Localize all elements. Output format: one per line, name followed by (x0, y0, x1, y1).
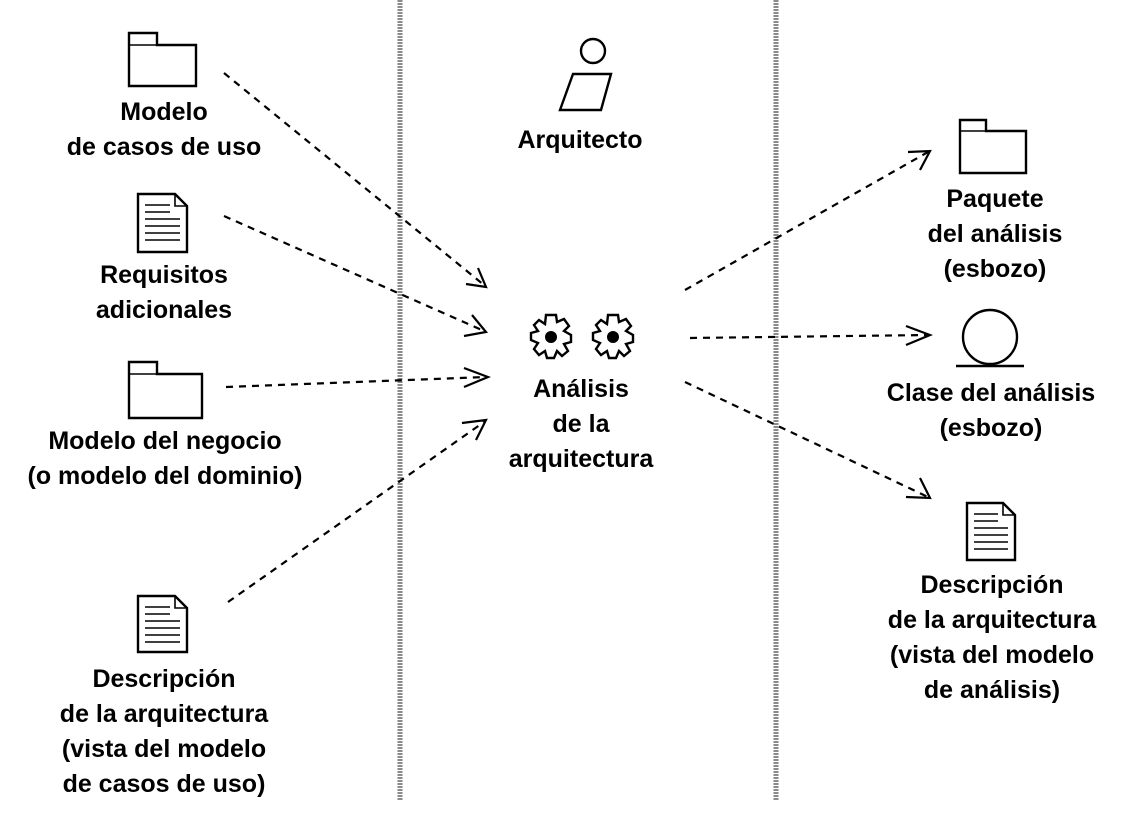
business-model-label-line1: Modelo del negocio (48, 427, 281, 455)
worker-body-icon (558, 72, 613, 112)
analysis-package-label-line1: Paquete (946, 185, 1043, 213)
supplementary-requirements-label-line1: Requisitos (100, 261, 228, 289)
architect-label: Arquitecto (518, 126, 643, 154)
use-case-model-artifact: Modelo de casos de uso (67, 31, 262, 161)
document-icon (965, 501, 1017, 562)
arch-desc-uc-label-line3: (vista del modelo (62, 735, 266, 763)
output-arrows (684, 149, 933, 500)
business-model-label-line2: (o modelo del dominio) (28, 462, 303, 490)
arch-desc-uc-label-line1: Descripción (92, 665, 235, 693)
entity-class-icon (961, 308, 1019, 366)
arrow-activity-to-analysis-class (689, 324, 933, 347)
analysis-class-artifact: Clase del análisis (esbozo) (887, 308, 1095, 442)
document-icon (136, 192, 189, 254)
arrow-activity-to-arch-desc (684, 381, 932, 500)
folder-icon (127, 31, 198, 88)
worker-head-icon (579, 37, 607, 65)
folder-icon (127, 360, 204, 420)
analysis-package-artifact: Paquete del análisis (esbozo) (928, 118, 1063, 283)
analysis-class-label-line2: (esbozo) (940, 414, 1043, 442)
arrow-activity-to-analysis-package (684, 149, 932, 291)
arch-desc-uc-label-line4: de casos de uso) (63, 770, 266, 798)
arch-desc-an-label-line4: de análisis) (924, 676, 1060, 704)
activity-label-line1: Análisis (533, 375, 629, 403)
activity-label-line3: arquitectura (509, 445, 655, 473)
use-case-model-label-line1: Modelo (120, 98, 208, 126)
analysis-class-label-line1: Clase del análisis (887, 379, 1095, 407)
use-case-model-label-line2: de casos de uso (67, 133, 262, 161)
arch-desc-an-label-line3: (vista del modelo (890, 641, 1094, 669)
analysis-package-label-line2: del análisis (928, 220, 1063, 248)
gears-icon (529, 313, 635, 360)
arch-desc-an-label-line1: Descripción (920, 571, 1063, 599)
architecture-description-use-case-artifact: Descripción de la arquitectura (vista de… (60, 594, 269, 798)
architecture-description-analysis-artifact: Descripción de la arquitectura (vista de… (888, 501, 1097, 704)
arch-desc-uc-label-line2: de la arquitectura (60, 700, 269, 728)
supplementary-requirements-artifact: Requisitos adicionales (96, 192, 232, 324)
arrow-use-case-model-to-activity (223, 72, 488, 289)
arrow-arch-desc-to-activity (227, 418, 488, 603)
activity-label-line2: de la (553, 410, 611, 438)
business-model-artifact: Modelo del negocio (o modelo del dominio… (28, 360, 303, 490)
folder-icon (958, 118, 1028, 175)
analysis-package-label-line3: (esbozo) (944, 255, 1047, 283)
arrow-requirements-to-activity (223, 214, 489, 338)
arch-desc-an-label-line2: de la arquitectura (888, 606, 1097, 634)
architecture-analysis-activity: Análisis de la arquitectura (509, 313, 655, 473)
document-icon (136, 594, 189, 654)
supplementary-requirements-label-line2: adicionales (96, 296, 232, 324)
arrow-business-model-to-activity (225, 366, 491, 389)
architect-worker: Arquitecto (518, 37, 643, 154)
input-arrows (223, 72, 491, 603)
